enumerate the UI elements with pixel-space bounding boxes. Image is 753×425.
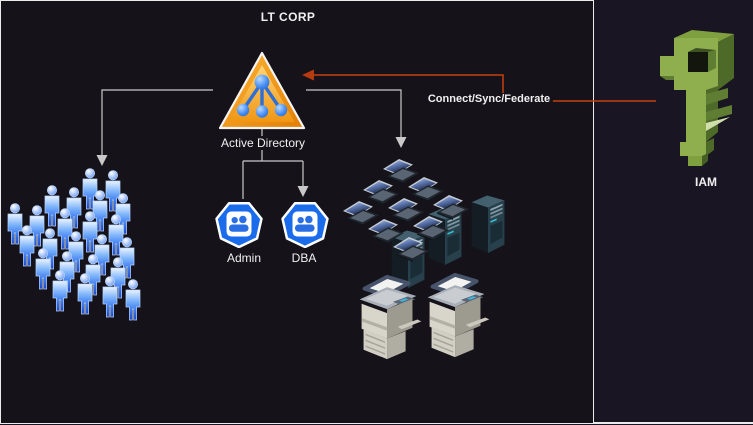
dba-label: DBA xyxy=(288,251,320,266)
admin-label: Admin xyxy=(223,251,265,266)
aws-iam-key-icon xyxy=(660,30,734,166)
iam-label: IAM xyxy=(695,175,717,189)
connect-sync-federate-label: Connect/Sync/Federate xyxy=(424,93,554,107)
org-box-title: LT CORP xyxy=(257,10,319,25)
active-directory-label: Active Directory xyxy=(217,136,309,151)
outer-bottom-border xyxy=(594,422,753,424)
lt-corp-boundary-box xyxy=(0,0,594,424)
